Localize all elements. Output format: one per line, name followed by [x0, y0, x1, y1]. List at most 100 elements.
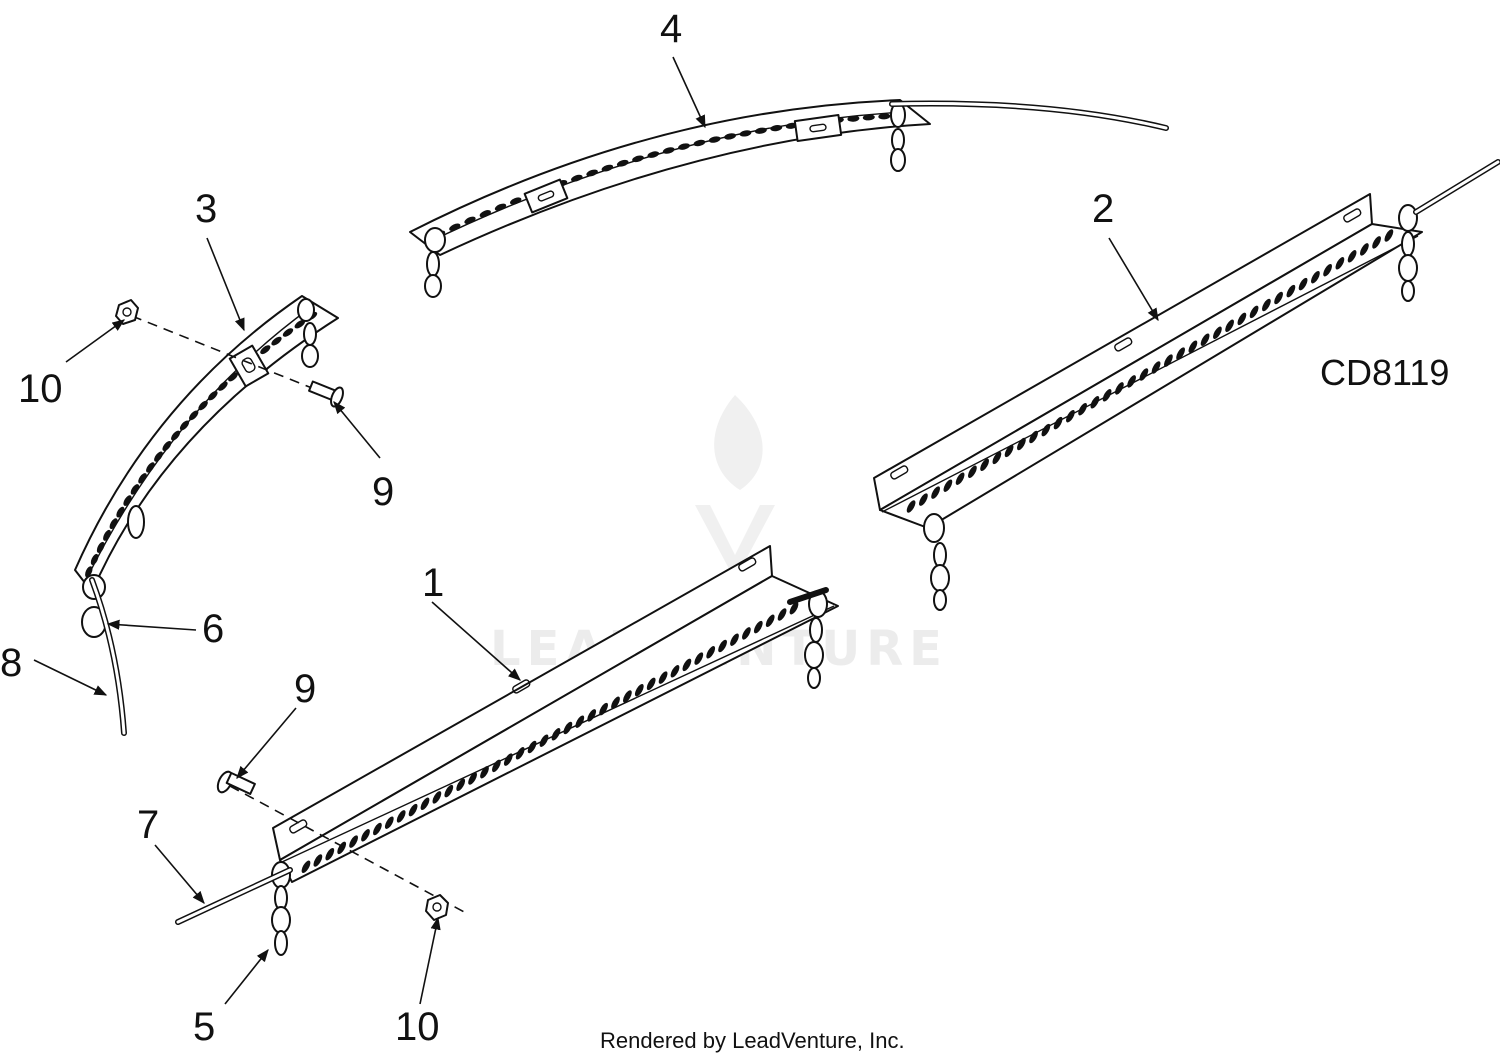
callout-4: 4 [660, 7, 682, 51]
callout-6: 6 [202, 607, 224, 651]
callout-1: 1 [422, 561, 444, 605]
part-4-wire [889, 100, 1169, 131]
slot [586, 169, 598, 177]
callout-7: 7 [137, 803, 159, 847]
slot [1066, 409, 1075, 423]
bolt-9-lower [216, 770, 256, 795]
slot [611, 696, 620, 710]
slot [384, 816, 394, 829]
slot [1139, 368, 1149, 381]
slot [724, 133, 737, 140]
fastener-set-lower [216, 770, 469, 921]
slot [1286, 284, 1296, 298]
slot [138, 473, 147, 484]
slot [1372, 236, 1381, 249]
slot [282, 328, 294, 337]
slot [171, 430, 181, 441]
slot [217, 381, 228, 391]
slot [337, 841, 347, 855]
slot [919, 493, 928, 506]
slot [623, 690, 632, 703]
part-7-wire [175, 587, 829, 925]
slot [373, 822, 382, 836]
part-2-chain-right [1398, 204, 1418, 302]
slot [1078, 402, 1087, 416]
slot [123, 495, 132, 506]
slot [396, 810, 406, 823]
slot [968, 465, 977, 479]
slot [992, 451, 1002, 465]
slot [325, 847, 335, 861]
slot [777, 608, 787, 621]
slot [494, 203, 507, 211]
slot [1200, 333, 1210, 346]
slot [480, 765, 489, 779]
slot [1323, 263, 1332, 277]
slot [479, 210, 491, 218]
slot [599, 702, 608, 716]
slot [1041, 423, 1051, 437]
slot [789, 601, 799, 615]
nut-10-lower [425, 894, 449, 921]
slot [551, 728, 561, 741]
slot [847, 115, 860, 122]
callout-2: 2 [1092, 187, 1114, 231]
slot [301, 860, 311, 874]
part-8-wire [89, 577, 127, 736]
slot [601, 164, 614, 172]
slot [739, 130, 752, 137]
slot [189, 410, 199, 421]
part-2-straight-bracket [873, 193, 1423, 529]
slot [468, 772, 477, 785]
slot [539, 734, 549, 747]
slot [1249, 305, 1259, 319]
slot [906, 500, 916, 513]
part-2-chain-left [923, 513, 950, 611]
part-1-chain-left [271, 861, 291, 956]
part-3-slots [85, 311, 318, 578]
part-2-slots [906, 229, 1394, 513]
slot [154, 451, 163, 462]
slot [980, 458, 989, 472]
slot [1237, 312, 1247, 326]
slot [670, 665, 680, 678]
slot [146, 462, 155, 473]
slot [1004, 444, 1014, 458]
slot [682, 658, 692, 672]
slot [662, 147, 675, 154]
slot [271, 336, 282, 346]
callout-9-lower: 9 [294, 667, 316, 711]
slot [1176, 347, 1185, 360]
slot [420, 797, 430, 811]
slot [96, 541, 105, 553]
slot [116, 506, 125, 518]
slot [943, 479, 953, 492]
leader-lines [33, 56, 1159, 1005]
slot [1360, 243, 1369, 256]
part-3-chain [297, 298, 319, 368]
slot [408, 803, 418, 817]
part-4-chain-left [424, 227, 446, 298]
slot [587, 709, 597, 722]
slot [464, 216, 476, 224]
part-1-straight-bracket [272, 545, 839, 883]
slot [647, 151, 660, 158]
slot [1127, 375, 1136, 388]
slot [1347, 250, 1357, 263]
slot [294, 319, 306, 329]
slot [432, 791, 442, 804]
slot [515, 747, 525, 760]
slot [260, 345, 271, 355]
slot [361, 829, 370, 842]
slot [678, 143, 690, 150]
slot [313, 854, 323, 867]
slot [575, 715, 585, 728]
slot [198, 400, 208, 411]
slot [179, 420, 190, 431]
callout-10-upper: 10 [18, 367, 63, 411]
slot [1262, 298, 1271, 312]
slot [765, 614, 775, 628]
slot [1213, 326, 1222, 340]
slot [1335, 257, 1345, 270]
